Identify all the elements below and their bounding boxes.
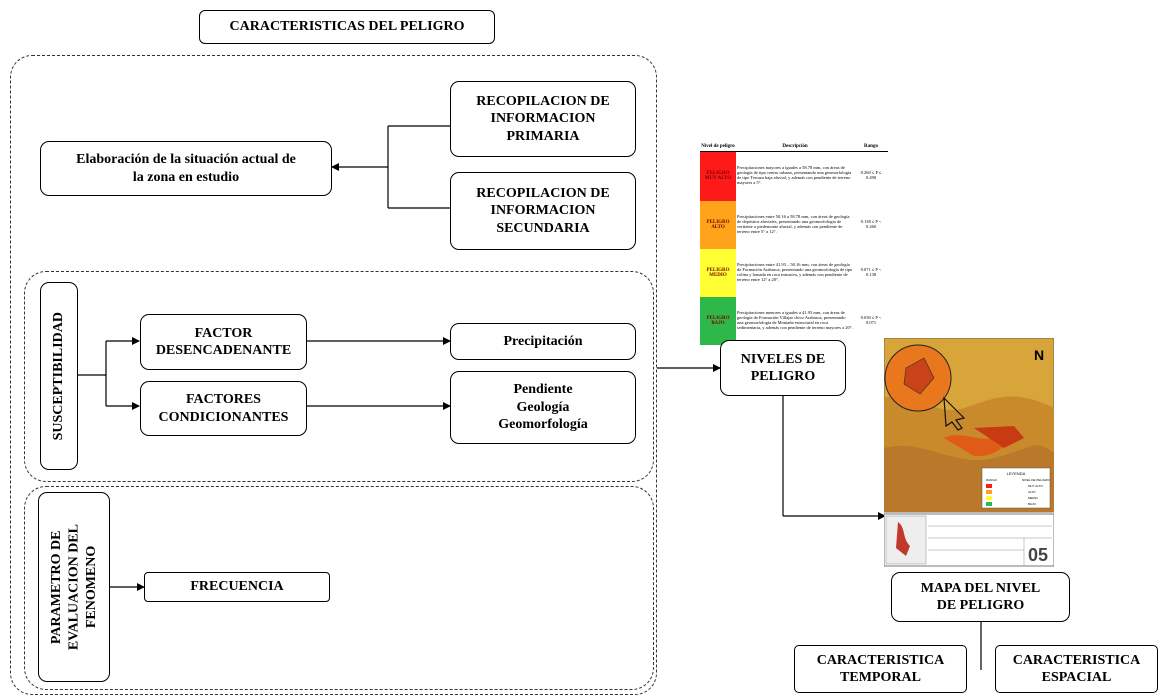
factores-condicionantes-box: FACTORES CONDICIONANTES: [140, 381, 307, 436]
legend-item: ALTO: [1028, 490, 1036, 494]
peligro-table: Nivel de peligro Descripción Rango PELIG…: [700, 143, 888, 345]
susceptibilidad-group: [24, 271, 654, 482]
condicionantes-list-box: Pendiente Geología Geomorfología: [450, 371, 636, 444]
temporal-box: CARACTERISTICA TEMPORAL: [794, 645, 967, 693]
table-row: PELIGRO MEDIO Precipitaciones entre 41.9…: [700, 249, 888, 297]
parametro-box: PARAMETRO DE EVALUACION DEL FENOMENO: [38, 492, 110, 682]
map-legend: [981, 467, 1051, 509]
desc-cell: Precipitaciones mayores a iguales a 58.7…: [737, 165, 852, 186]
niveles-box: NIVELES DE PELIGRO: [720, 340, 846, 396]
parametro-label: PARAMETRO DE EVALUACION DEL FENOMENO: [48, 523, 99, 651]
legend-col2: NIVEL DE PELIGRO: [1022, 478, 1050, 482]
mapa-box: MAPA DEL NIVEL DE PELIGRO: [891, 572, 1070, 622]
range-cell: 0.030 ≤ P < 0.071: [860, 315, 882, 325]
sheet-number: 05: [1028, 545, 1048, 565]
north-arrow-icon: N: [1034, 347, 1044, 363]
precipitacion-box: Precipitación: [450, 323, 636, 360]
table-header-nivel: Nivel de peligro: [701, 144, 735, 149]
susceptibilidad-box: SUSCEPTIBILIDAD: [40, 282, 78, 470]
outer-group: [10, 55, 657, 695]
table-row: PELIGRO MUY ALTO Precipitaciones mayores…: [700, 151, 888, 201]
desc-cell: Precipitaciones menores a iguales a 41.9…: [737, 310, 853, 330]
table-header-rango: Rango: [864, 144, 878, 149]
secundaria-box: RECOPILACION DE INFORMACION SECUNDARIA: [450, 172, 636, 250]
level-cell: PELIGRO MUY ALTO: [700, 151, 736, 201]
espacial-box: CARACTERISTICA ESPACIAL: [995, 645, 1158, 693]
desc-cell: Precipitaciones entre 41.93 – 50.16 mm, …: [737, 262, 853, 282]
factor-desencadenante-box: FACTOR DESENCADENANTE: [140, 314, 307, 370]
legend-item: MEDIO: [1028, 496, 1039, 500]
range-cell: 0.138 ≤ P < 0.260: [860, 219, 882, 229]
legend-title: LEYENDA: [1007, 471, 1026, 476]
frecuencia-box: FRECUENCIA: [144, 572, 330, 602]
range-cell: 0.071 ≤ P < 0.138: [860, 267, 882, 277]
level-cell: PELIGRO BAJO: [700, 297, 736, 345]
parametro-group: [24, 486, 654, 690]
table-row: PELIGRO ALTO Precipitaciones entre 50.16…: [700, 201, 888, 249]
desc-cell: Precipitaciones entre 50.16 a 58.78 mm, …: [737, 214, 850, 234]
susceptibilidad-label: SUSCEPTIBILIDAD: [51, 311, 67, 441]
legend-item: MUY ALTO: [1028, 484, 1044, 488]
legend-col1: RANGO: [986, 478, 998, 482]
table-row: PELIGRO BAJO Precipitaciones menores a i…: [700, 297, 888, 345]
range-cell: 0.260 ≤ P ≤ 0.490: [860, 170, 882, 181]
level-cell: PELIGRO MEDIO: [700, 249, 736, 297]
situacion-box: Elaboración de la situación actual de la…: [40, 141, 332, 196]
title-box: CARACTERISTICAS DEL PELIGRO: [199, 10, 495, 44]
level-cell: PELIGRO ALTO: [700, 201, 736, 249]
primaria-box: RECOPILACION DE INFORMACION PRIMARIA: [450, 81, 636, 157]
table-header-descripcion: Descripción: [782, 144, 808, 149]
map-thumbnail: N LEYENDA RANGO NIVEL DE PELIGRO MUY ALT…: [884, 338, 1054, 567]
legend-item: BAJO: [1028, 502, 1037, 506]
